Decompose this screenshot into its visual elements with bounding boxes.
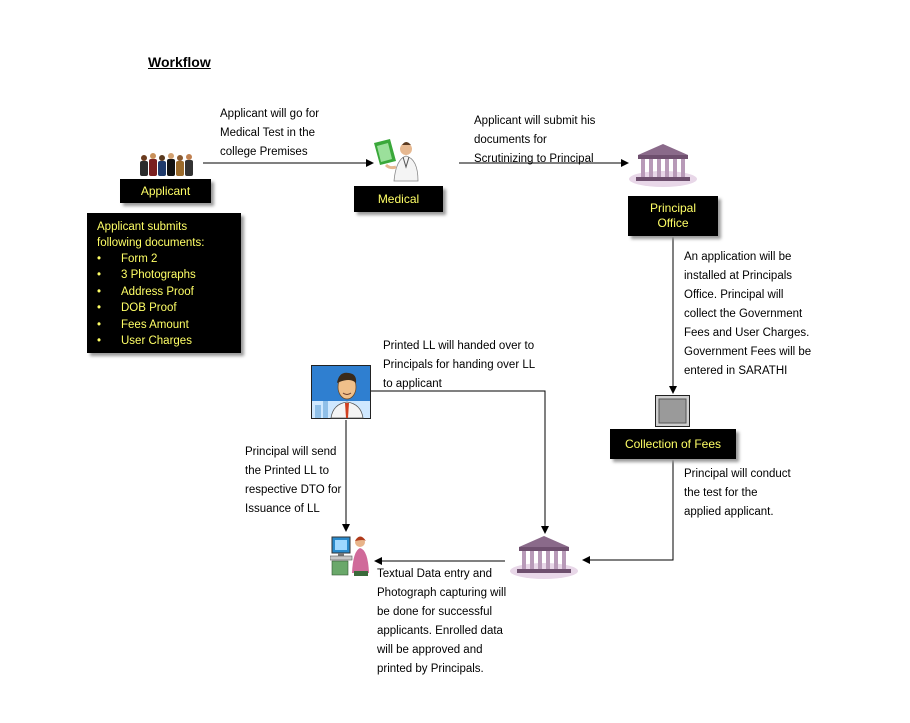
note-printed-ll: Printed LL will handed over to Principal… bbox=[383, 340, 536, 390]
note-medical-test: Applicant will go for Medical Test in th… bbox=[220, 108, 320, 158]
gray-box-icon bbox=[655, 395, 690, 427]
doctor-icon bbox=[374, 139, 419, 182]
note-data-entry: Textual Data entry and Photograph captur… bbox=[377, 568, 507, 675]
applicant-node: Applicant bbox=[120, 179, 211, 203]
list-item: DOB Proof bbox=[97, 300, 233, 317]
note-send-ll: Principal will send the Printed LL to re… bbox=[245, 446, 342, 515]
businessman-icon bbox=[311, 365, 371, 419]
principal-office-node: Principal Office bbox=[628, 196, 718, 236]
list-item: 3 Photographs bbox=[97, 267, 233, 284]
page-title: Workflow bbox=[148, 54, 211, 70]
note-submit-documents: Applicant will submit his documents for … bbox=[474, 115, 596, 165]
list-item: Address Proof bbox=[97, 284, 233, 301]
documents-heading-1: Applicant submits bbox=[97, 221, 188, 233]
list-item: Form 2 bbox=[97, 251, 233, 268]
computer-user-icon bbox=[330, 536, 369, 576]
medical-node: Medical bbox=[354, 186, 443, 212]
list-item: Fees Amount bbox=[97, 317, 233, 334]
note-application: An application will be installed at Prin… bbox=[684, 251, 812, 377]
documents-box: Applicant submits following documents: F… bbox=[87, 213, 241, 353]
list-item: User Charges bbox=[97, 333, 233, 350]
people-group-icon bbox=[140, 153, 193, 176]
building-icon bbox=[629, 144, 697, 187]
collection-of-fees-node: Collection of Fees bbox=[610, 429, 736, 459]
arrow-businessman-to-principal2 bbox=[361, 390, 549, 534]
building-icon bbox=[510, 536, 578, 579]
documents-list: Form 2 3 Photographs Address Proof DOB P… bbox=[97, 251, 233, 350]
note-conduct-test: Principal will conduct the test for the … bbox=[684, 468, 791, 518]
arrow-collection-to-principal2 bbox=[582, 460, 674, 564]
documents-heading-2: following documents: bbox=[97, 237, 205, 249]
